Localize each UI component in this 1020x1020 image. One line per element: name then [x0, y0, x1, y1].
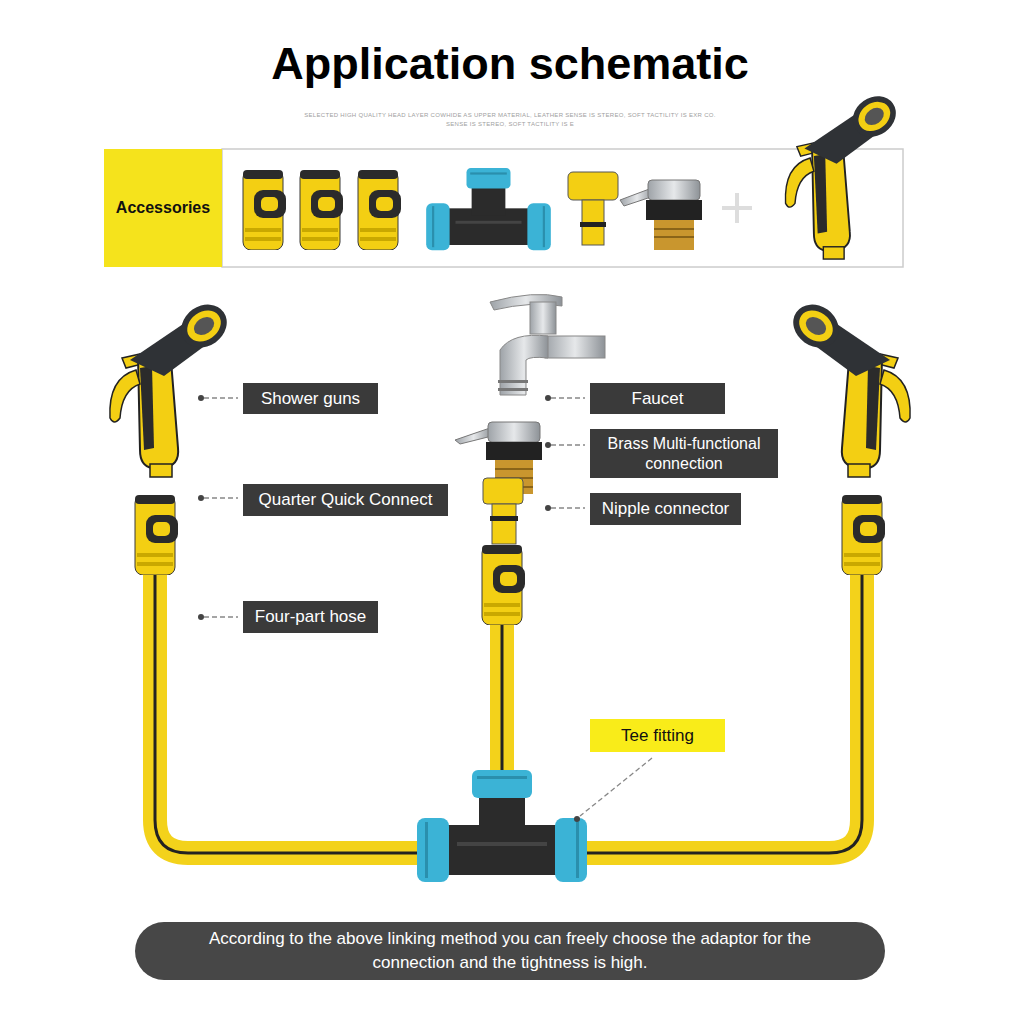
node-text: Tee fitting: [621, 725, 694, 746]
node-text: Faucet: [632, 388, 684, 409]
label-box: Shower guns: [243, 383, 378, 414]
watermark-text: SENSE IS STEREO, SOFT TACTILITY IS E: [0, 121, 1020, 128]
callout-box: Tee fitting: [590, 719, 725, 752]
label-box: Quarter Quick Connect: [243, 484, 448, 516]
caption-pill: According to the above linking method yo…: [135, 922, 885, 980]
label-box: Nipple connector: [590, 493, 741, 525]
accessories-box: Accessories: [104, 149, 222, 267]
watermark-text: SELECTED HIGH QUALITY HEAD LAYER COWHIDE…: [0, 112, 1020, 119]
title: Application schematic: [0, 38, 1020, 90]
node-text: Brass Multi-functional connection: [598, 434, 770, 474]
label-box: Brass Multi-functional connection: [590, 429, 778, 478]
node-text: Nipple connector: [602, 498, 730, 519]
label-box: Faucet: [590, 383, 725, 414]
node-text: Shower guns: [261, 388, 360, 409]
node-text: Four-part hose: [255, 606, 367, 627]
caption-text: According to the above linking method yo…: [175, 927, 845, 975]
node-text: Accessories: [116, 198, 210, 218]
label-box: Four-part hose: [243, 601, 378, 633]
node-text: Quarter Quick Connect: [259, 489, 433, 510]
